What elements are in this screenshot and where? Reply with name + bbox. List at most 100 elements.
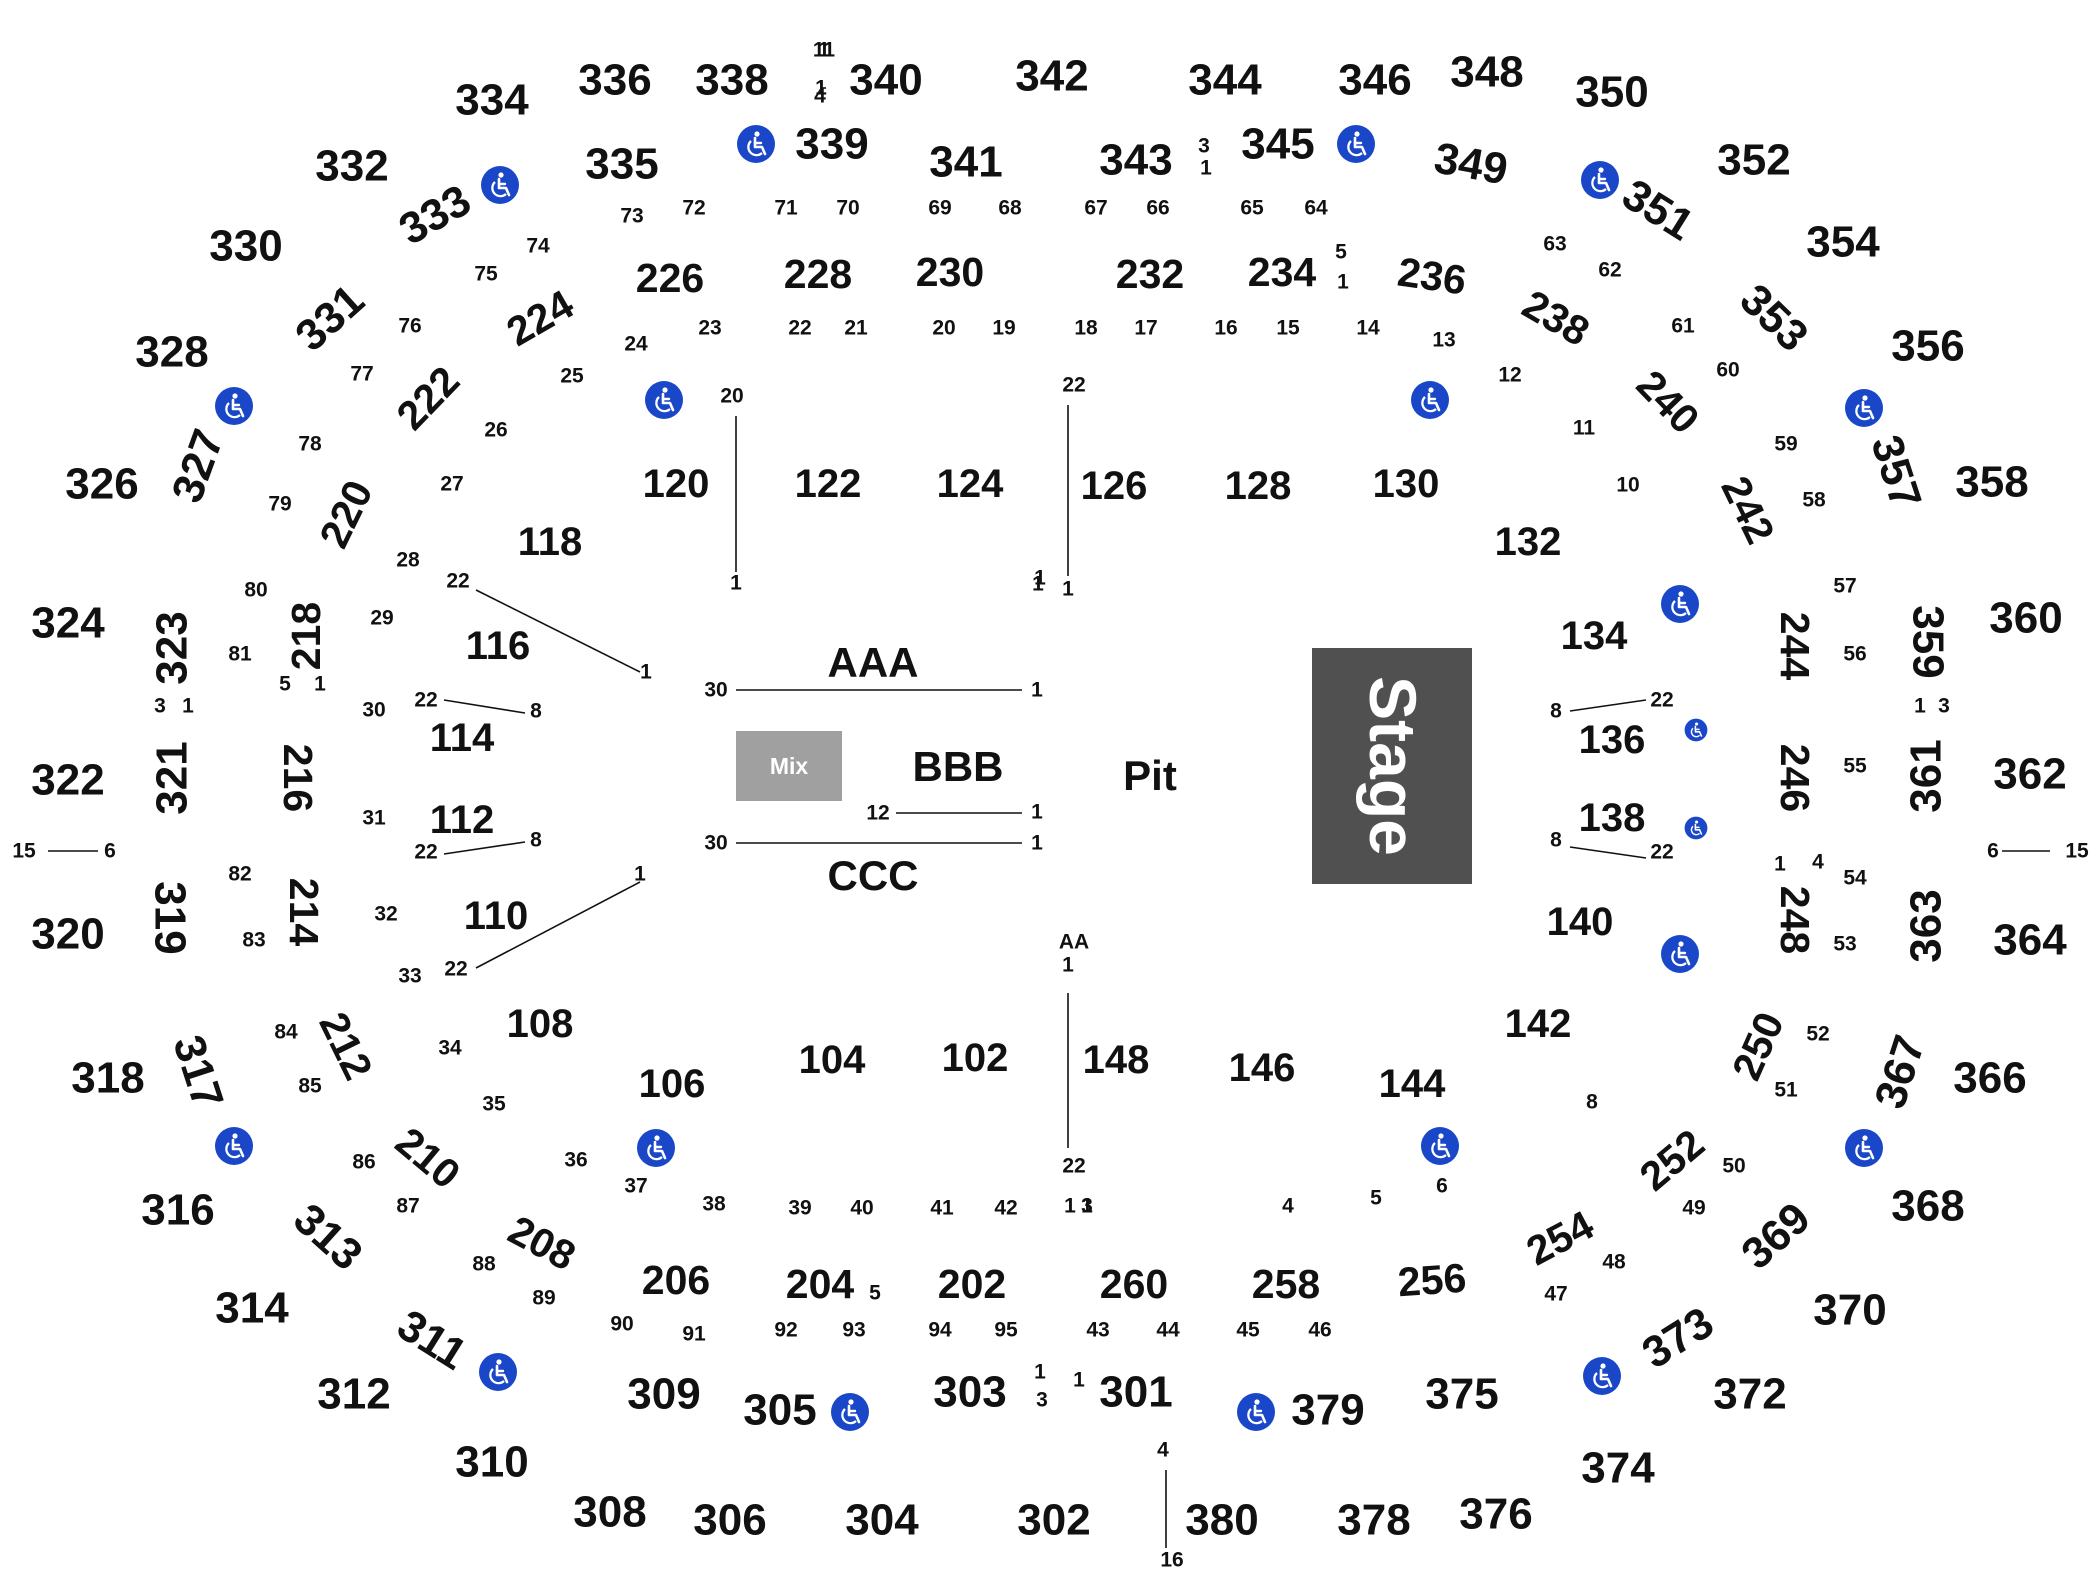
section-326[interactable]: 326 <box>65 460 138 509</box>
section-323[interactable]: 323 <box>148 611 197 684</box>
section-314[interactable]: 314 <box>215 1284 289 1333</box>
section-136[interactable]: 136 <box>1579 718 1646 762</box>
section-319[interactable]: 319 <box>146 881 195 954</box>
section-234[interactable]: 234 <box>1248 249 1317 295</box>
section-376[interactable]: 376 <box>1459 1490 1532 1539</box>
section-321[interactable]: 321 <box>148 741 197 814</box>
section-238[interactable]: 238 <box>1515 281 1597 355</box>
section-357[interactable]: 357 <box>1861 430 1930 515</box>
section-208[interactable]: 208 <box>501 1207 583 1280</box>
section-130[interactable]: 130 <box>1373 462 1440 506</box>
section-232[interactable]: 232 <box>1116 251 1184 297</box>
section-236[interactable]: 236 <box>1395 248 1469 303</box>
section-116[interactable]: 116 <box>466 624 531 668</box>
section-228[interactable]: 228 <box>784 251 852 297</box>
section-353[interactable]: 353 <box>1731 275 1818 361</box>
section-328[interactable]: 328 <box>135 328 208 377</box>
section-303[interactable]: 303 <box>933 1368 1006 1417</box>
section-230[interactable]: 230 <box>916 249 984 295</box>
section-224[interactable]: 224 <box>499 281 581 355</box>
section-114[interactable]: 114 <box>430 716 495 760</box>
mix-label[interactable]: Mix <box>770 753 809 779</box>
section-240[interactable]: 240 <box>1628 361 1709 442</box>
section-368[interactable]: 368 <box>1891 1182 1964 1231</box>
section-342[interactable]: 342 <box>1015 52 1088 101</box>
section-378[interactable]: 378 <box>1337 1496 1410 1545</box>
section-352[interactable]: 352 <box>1717 136 1790 185</box>
section-311[interactable]: 311 <box>389 1300 475 1379</box>
section-327[interactable]: 327 <box>162 423 233 509</box>
section-138[interactable]: 138 <box>1579 796 1646 840</box>
section-222[interactable]: 222 <box>388 357 469 438</box>
section-349[interactable]: 349 <box>1431 133 1512 194</box>
section-226[interactable]: 226 <box>636 255 704 301</box>
section-132[interactable]: 132 <box>1495 520 1562 564</box>
section-112[interactable]: 112 <box>430 798 495 842</box>
section-346[interactable]: 346 <box>1338 56 1411 105</box>
section-351[interactable]: 351 <box>1614 170 1702 250</box>
section-134[interactable]: 134 <box>1561 614 1628 658</box>
section-148[interactable]: 148 <box>1083 1038 1150 1082</box>
section-256[interactable]: 256 <box>1396 1255 1467 1306</box>
section-220[interactable]: 220 <box>310 473 381 555</box>
section-244[interactable]: 244 <box>1772 612 1818 681</box>
section-364[interactable]: 364 <box>1993 916 2067 965</box>
section-343[interactable]: 343 <box>1099 136 1172 185</box>
section-363[interactable]: 363 <box>1902 889 1951 962</box>
section-306[interactable]: 306 <box>693 1496 766 1545</box>
section-246[interactable]: 246 <box>1772 744 1818 812</box>
pit-label[interactable]: Pit <box>1123 752 1177 799</box>
section-210[interactable]: 210 <box>387 1118 469 1197</box>
section-322[interactable]: 322 <box>31 756 104 805</box>
section-324[interactable]: 324 <box>31 599 105 648</box>
section-214[interactable]: 214 <box>281 878 327 947</box>
section-358[interactable]: 358 <box>1955 458 2028 507</box>
section-379[interactable]: 379 <box>1291 1386 1364 1435</box>
section-354[interactable]: 354 <box>1806 218 1880 267</box>
section-375[interactable]: 375 <box>1425 1370 1498 1419</box>
section-124[interactable]: 124 <box>937 462 1004 506</box>
section-305[interactable]: 305 <box>743 1386 816 1435</box>
section-202[interactable]: 202 <box>938 1261 1006 1307</box>
section-330[interactable]: 330 <box>209 222 282 271</box>
section-252[interactable]: 252 <box>1631 1120 1713 1199</box>
section-110[interactable]: 110 <box>464 894 529 938</box>
section-254[interactable]: 254 <box>1519 1202 1601 1275</box>
section-320[interactable]: 320 <box>31 910 104 959</box>
section-370[interactable]: 370 <box>1813 1286 1886 1335</box>
section-140[interactable]: 140 <box>1547 900 1614 944</box>
section-106[interactable]: 106 <box>639 1062 706 1106</box>
section-345[interactable]: 345 <box>1241 120 1314 169</box>
section-120[interactable]: 120 <box>643 462 710 506</box>
section-380[interactable]: 380 <box>1185 1496 1258 1545</box>
section-242[interactable]: 242 <box>1712 469 1783 551</box>
section-340[interactable]: 340 <box>849 56 922 105</box>
section-128[interactable]: 128 <box>1225 464 1292 508</box>
section-144[interactable]: 144 <box>1379 1062 1446 1106</box>
section-369[interactable]: 369 <box>1732 1193 1819 1279</box>
section-359[interactable]: 359 <box>1904 605 1953 678</box>
section-304[interactable]: 304 <box>845 1496 919 1545</box>
section-146[interactable]: 146 <box>1229 1046 1296 1090</box>
section-102[interactable]: 102 <box>942 1036 1009 1080</box>
section-316[interactable]: 316 <box>141 1186 214 1235</box>
section-336[interactable]: 336 <box>578 56 651 105</box>
section-258[interactable]: 258 <box>1252 1261 1320 1307</box>
floor-section-aaa[interactable]: AAA <box>828 639 919 686</box>
section-312[interactable]: 312 <box>317 1370 390 1419</box>
section-372[interactable]: 372 <box>1713 1370 1786 1419</box>
section-333[interactable]: 333 <box>391 175 479 254</box>
section-118[interactable]: 118 <box>518 520 583 564</box>
floor-section-bbb[interactable]: BBB <box>913 743 1004 790</box>
section-122[interactable]: 122 <box>795 462 862 506</box>
section-260[interactable]: 260 <box>1100 1261 1168 1307</box>
section-341[interactable]: 341 <box>929 138 1002 187</box>
section-350[interactable]: 350 <box>1575 68 1648 117</box>
section-366[interactable]: 366 <box>1953 1054 2026 1103</box>
section-308[interactable]: 308 <box>573 1488 646 1537</box>
section-204[interactable]: 204 <box>786 1261 855 1307</box>
section-317[interactable]: 317 <box>163 1030 232 1115</box>
section-339[interactable]: 339 <box>795 120 868 169</box>
section-250[interactable]: 250 <box>1723 1005 1793 1086</box>
section-360[interactable]: 360 <box>1989 594 2062 643</box>
